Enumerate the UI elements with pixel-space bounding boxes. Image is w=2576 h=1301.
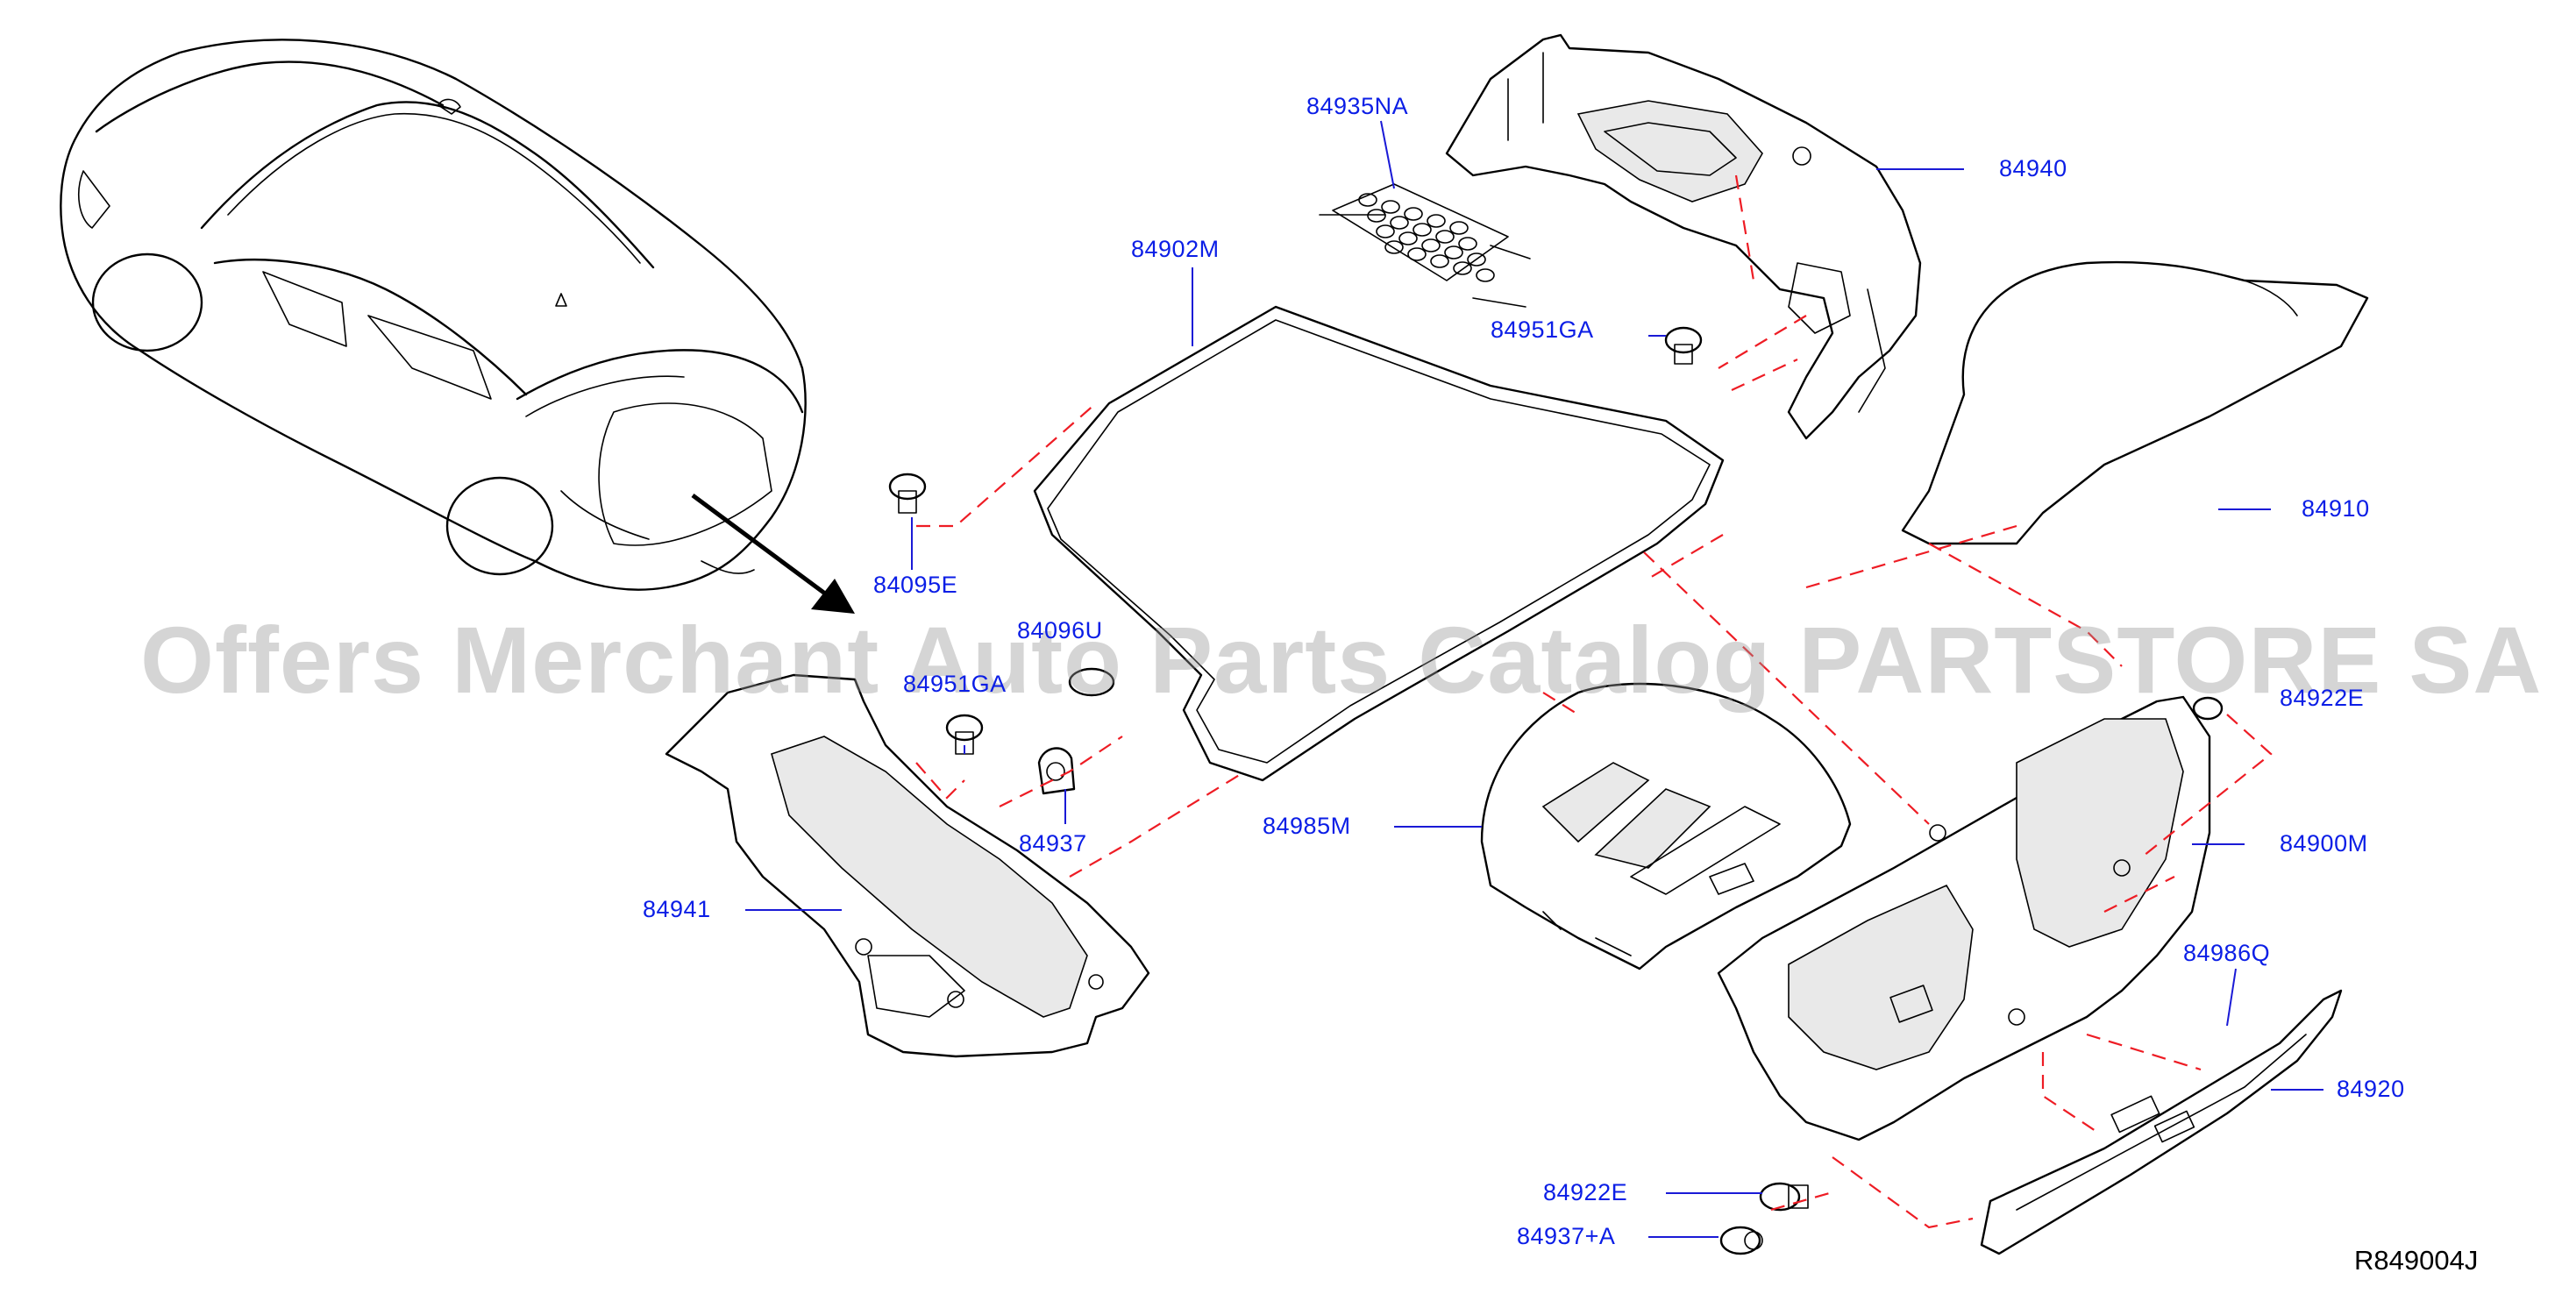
net-hole: [1384, 240, 1404, 254]
clip-84937A: [1719, 1226, 1763, 1255]
clip-84922E-right: [2192, 696, 2224, 721]
net-hole: [1444, 245, 1463, 259]
net-hole: [1421, 238, 1441, 252]
grommet-84096U: [1068, 667, 1115, 697]
part-84900M-trunk-lid-finisher: [1717, 695, 2211, 1141]
label-84941: 84941: [643, 896, 711, 922]
label-84922E-right: 84922E: [2280, 685, 2365, 711]
net-hole: [1404, 207, 1423, 221]
net-hole: [1390, 216, 1409, 230]
label-84986Q: 84986Q: [2183, 940, 2271, 966]
part-84941-side-finisher: [665, 673, 1150, 1058]
label-84902M: 84902M: [1131, 236, 1220, 262]
net-hole: [1381, 200, 1400, 214]
direction-arrow: [691, 493, 855, 614]
net-hole: [1458, 237, 1477, 251]
net-hole: [1398, 231, 1418, 245]
net-hole: [1430, 254, 1449, 268]
label-84937: 84937: [1019, 830, 1087, 857]
part-84940-side-finisher: [1445, 33, 1922, 440]
watermark-text: Offers Merchant Auto Parts Catalog PARTS…: [140, 607, 2543, 713]
net-hole: [1449, 221, 1469, 235]
part-84985M-subfloor-tray: [1480, 682, 1852, 970]
net-hole: [1427, 214, 1446, 228]
part-84902M-floor-carpet: [1033, 305, 1725, 782]
dashed-guide-lines: [915, 174, 2273, 1229]
leader-lines: [745, 120, 2323, 1238]
clip-84951GA-top: [1664, 326, 1703, 365]
label-84951GA-left: 84951GA: [903, 671, 1007, 697]
net-hole: [1358, 193, 1377, 207]
label-84922E: 84922E: [1543, 1179, 1628, 1205]
net-hole: [1367, 209, 1386, 223]
net-hole: [1407, 247, 1427, 261]
label-84900M: 84900M: [2280, 830, 2368, 857]
label-84951GA: 84951GA: [1491, 316, 1594, 343]
label-84095E: 84095E: [873, 572, 958, 598]
part-84910-partition-board: [1901, 260, 2369, 545]
label-84910: 84910: [2302, 495, 2370, 522]
net-hole: [1435, 230, 1455, 244]
net-hole: [1413, 223, 1432, 237]
clip-84937: [1037, 747, 1076, 795]
vehicle-illustration: [60, 39, 807, 591]
net-hole: [1376, 224, 1395, 238]
net-hole: [1476, 268, 1495, 282]
part-84920-rear-sill: [1980, 989, 2343, 1255]
clip-84095E: [888, 473, 927, 514]
label-84920: 84920: [2337, 1076, 2405, 1102]
label-84940: 84940: [1999, 155, 2067, 181]
label-84096U: 84096U: [1017, 617, 1103, 643]
part-84935NA-net: [1319, 183, 1531, 308]
net-hole: [1453, 261, 1472, 275]
label-84985M: 84985M: [1263, 813, 1351, 839]
clip-84922E: [1759, 1182, 1809, 1212]
net-hole: [1467, 252, 1486, 267]
label-84935NA: 84935NA: [1306, 93, 1409, 119]
diagram-reference-code: R849004J: [2354, 1245, 2479, 1276]
label-84937A: 84937+A: [1517, 1223, 1616, 1249]
